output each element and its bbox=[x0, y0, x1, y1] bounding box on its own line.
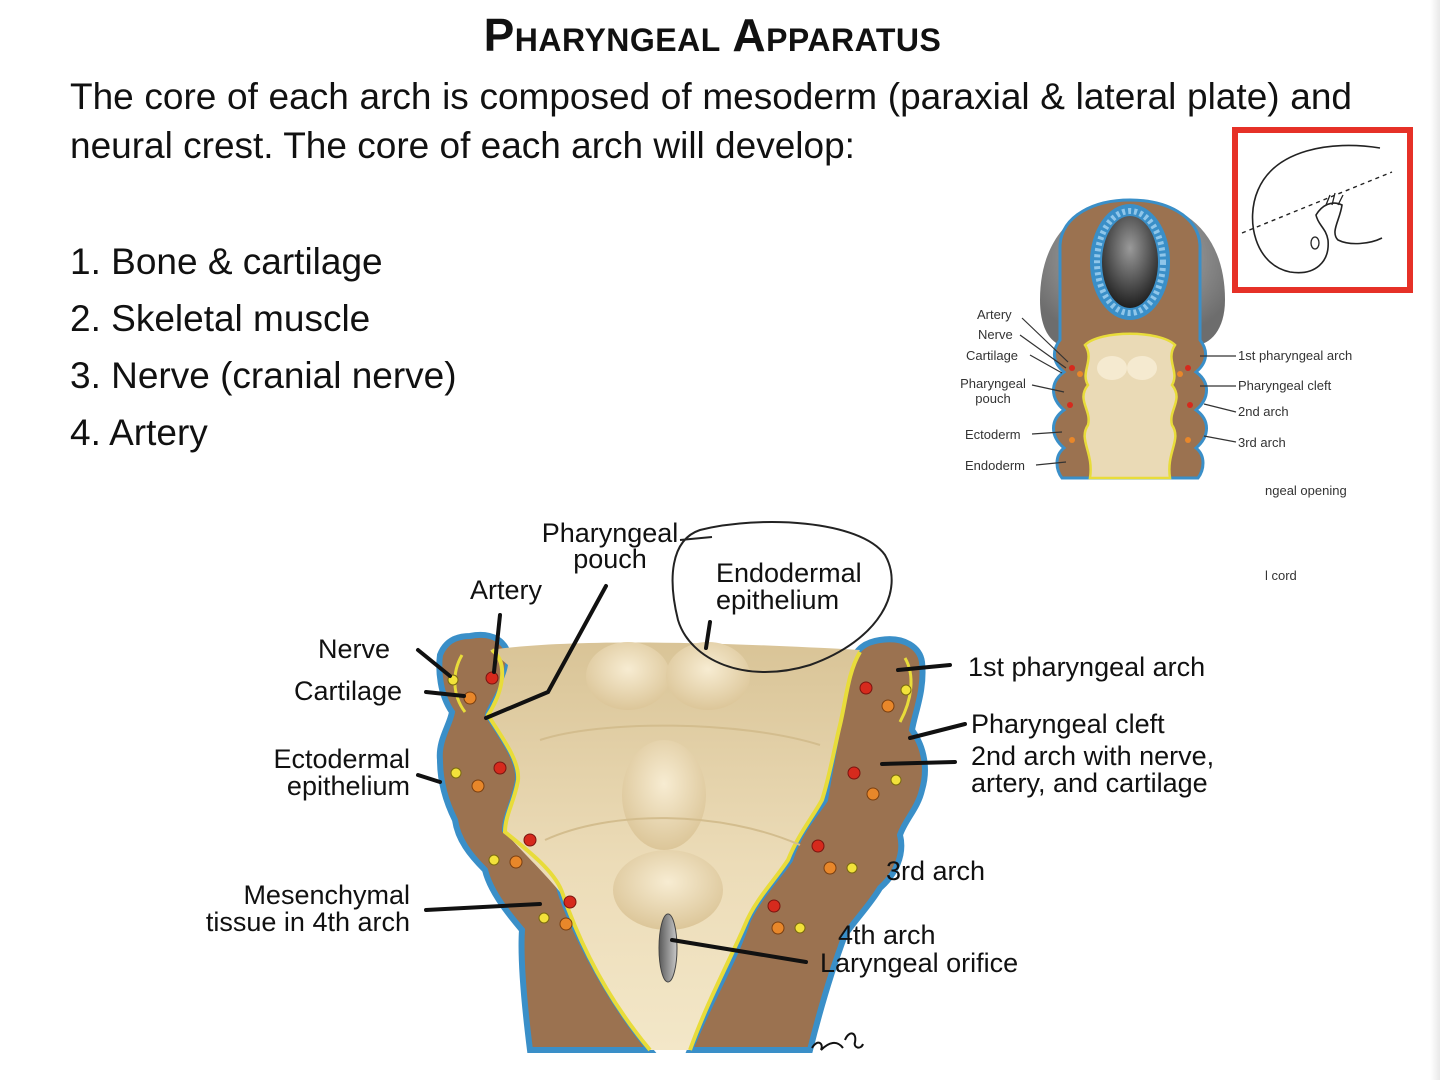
inset-pharynx bbox=[1082, 332, 1178, 480]
inset-label-artery: Artery bbox=[977, 307, 1012, 322]
left-arch-structures bbox=[447, 671, 577, 931]
right-arch-structures bbox=[767, 681, 912, 935]
label-pharyngeal-cleft: Pharyngeal cleft bbox=[971, 709, 1165, 739]
highlight-box bbox=[1232, 127, 1413, 293]
label-endodermal-epithelium: Endodermal epithelium bbox=[716, 558, 862, 615]
leader-lines bbox=[416, 584, 967, 964]
list-item: 3. Nerve (cranial nerve) bbox=[70, 355, 457, 396]
inset-label-clipped-cord: l cord bbox=[1265, 568, 1297, 583]
intro-paragraph: The core of each arch is composed of mes… bbox=[70, 76, 1352, 166]
inset-label-pouch: Pharyngeal pouch bbox=[960, 376, 1026, 406]
list-item: 4. Artery bbox=[70, 412, 208, 453]
artist-signature bbox=[811, 1032, 864, 1051]
inset-label-clipped-opening: ngeal opening bbox=[1265, 483, 1347, 498]
inset-label-arch2: 2nd arch bbox=[1238, 404, 1289, 419]
label-laryngeal-orifice: Laryngeal orifice bbox=[820, 948, 1019, 978]
label-artery: Artery bbox=[470, 575, 543, 605]
embryo-sketch bbox=[1251, 144, 1383, 274]
left-endoderm bbox=[485, 648, 652, 1052]
label-2nd-arch: 2nd arch with nerve, artery, and cartila… bbox=[971, 741, 1215, 798]
inset-label-arch3: 3rd arch bbox=[1238, 435, 1286, 450]
embryo-orientation-box bbox=[1232, 127, 1413, 293]
inset-label-arch1: 1st pharyngeal arch bbox=[1238, 348, 1353, 363]
right-endoderm bbox=[688, 650, 862, 1051]
page-edge-shadow bbox=[1430, 0, 1440, 1080]
epiglottal-swelling bbox=[613, 850, 723, 930]
inset-neural-ring bbox=[1094, 208, 1166, 316]
list-item: 2. Skeletal muscle bbox=[70, 298, 371, 339]
inset-label-endoderm: Endoderm bbox=[965, 458, 1025, 473]
copula bbox=[622, 740, 706, 850]
list-item: 1. Bone & cartilage bbox=[70, 241, 383, 282]
main-diagram bbox=[416, 521, 967, 1053]
label-pharyngeal-pouch: Pharyngeal pouch bbox=[541, 518, 679, 574]
section-line bbox=[1241, 171, 1393, 234]
inset-neural-lumen bbox=[1102, 216, 1158, 308]
inset-label-ectoderm: Ectoderm bbox=[965, 427, 1021, 442]
label-nerve: Nerve bbox=[318, 634, 391, 664]
label-ectodermal-epithelium: Ectodermal epithelium bbox=[273, 744, 410, 801]
inset-label-cleft: Pharyngeal cleft bbox=[1238, 378, 1332, 393]
label-4th-arch: 4th arch bbox=[838, 920, 936, 950]
inset-label-nerve: Nerve bbox=[978, 327, 1013, 342]
label-mesenchymal-tissue: Mesenchymal tissue in 4th arch bbox=[205, 880, 410, 937]
label-3rd-arch: 3rd arch bbox=[886, 856, 986, 886]
tongue-swelling-left bbox=[586, 642, 670, 710]
label-1st-arch: 1st pharyngeal arch bbox=[968, 652, 1206, 682]
laryngeal-orifice bbox=[658, 913, 678, 983]
tongue-swelling-right bbox=[666, 642, 750, 710]
slide-title: Pharyngeal Apparatus bbox=[483, 9, 942, 61]
label-cartilage: Cartilage bbox=[294, 676, 403, 706]
inset-diagram bbox=[1019, 198, 1237, 480]
inset-label-cartilage: Cartilage bbox=[966, 348, 1019, 363]
endodermal-circle bbox=[671, 521, 893, 673]
develop-list: 1. Bone & cartilage 2. Skeletal muscle 3… bbox=[70, 238, 457, 466]
